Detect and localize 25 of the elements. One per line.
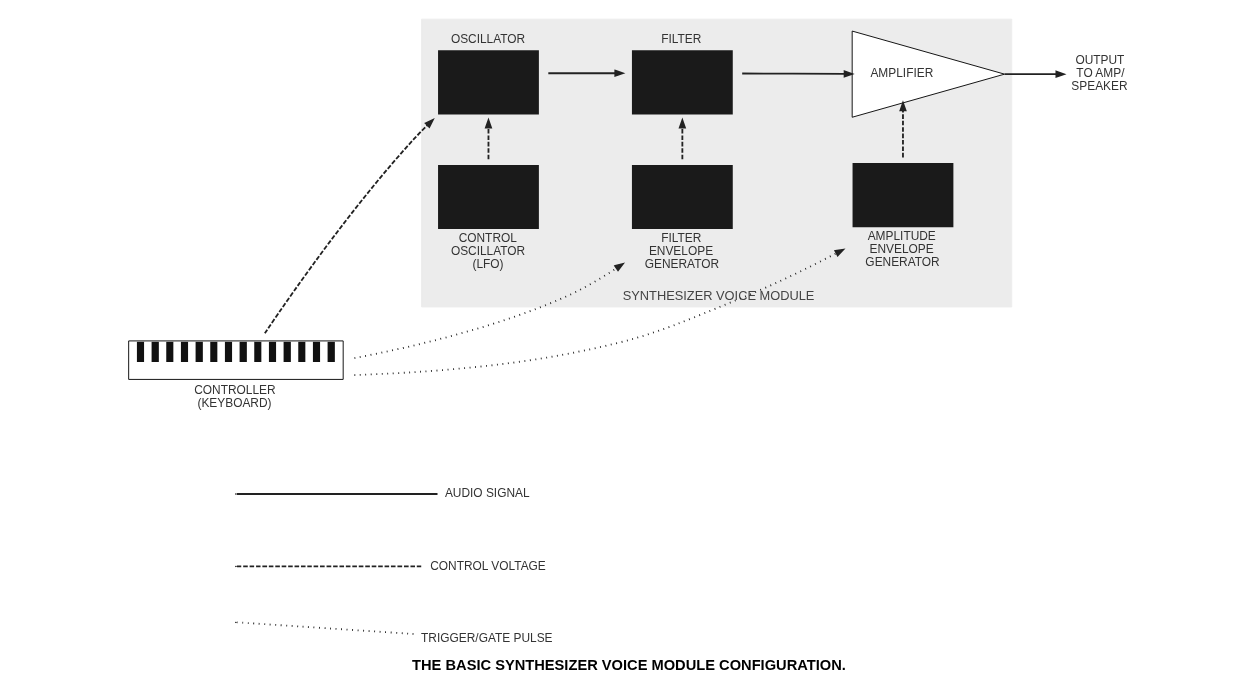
node-label: OSCILLATOR xyxy=(450,32,526,47)
arrow xyxy=(899,100,907,159)
node-label: CONTROL OSCILLATOR (LFO) xyxy=(450,231,526,271)
node-box xyxy=(631,164,733,230)
arrow xyxy=(741,70,855,78)
caption: THE BASIC SYNTHESIZER VOICE MODULE CONFIGURATION. xyxy=(412,656,846,673)
node-label: CONTROLLER (KEYBOARD) xyxy=(194,383,276,411)
node-box xyxy=(438,164,539,230)
arrow xyxy=(678,117,687,161)
node-box xyxy=(438,50,539,115)
legend-label: TRIGGER/GATE PULSE xyxy=(421,630,553,645)
arrow xyxy=(1003,70,1067,78)
arrow xyxy=(353,262,626,359)
legend-label: AUDIO SIGNAL xyxy=(444,486,530,501)
node-label: FILTER ENVELOPE GENERATOR xyxy=(644,231,720,271)
legend-label: CONTROL VOLTAGE xyxy=(430,558,546,573)
node-label: FILTER xyxy=(661,32,702,47)
arrow xyxy=(353,248,846,376)
arrow xyxy=(484,117,493,161)
arrow xyxy=(547,69,626,78)
arrow xyxy=(263,118,435,335)
node-label: AMPLITUDE ENVELOPE GENERATOR xyxy=(865,229,940,270)
node-box xyxy=(631,50,733,115)
node-box xyxy=(852,163,954,228)
node-text: OUTPUT TO AMP/ SPEAKER xyxy=(1071,53,1128,94)
